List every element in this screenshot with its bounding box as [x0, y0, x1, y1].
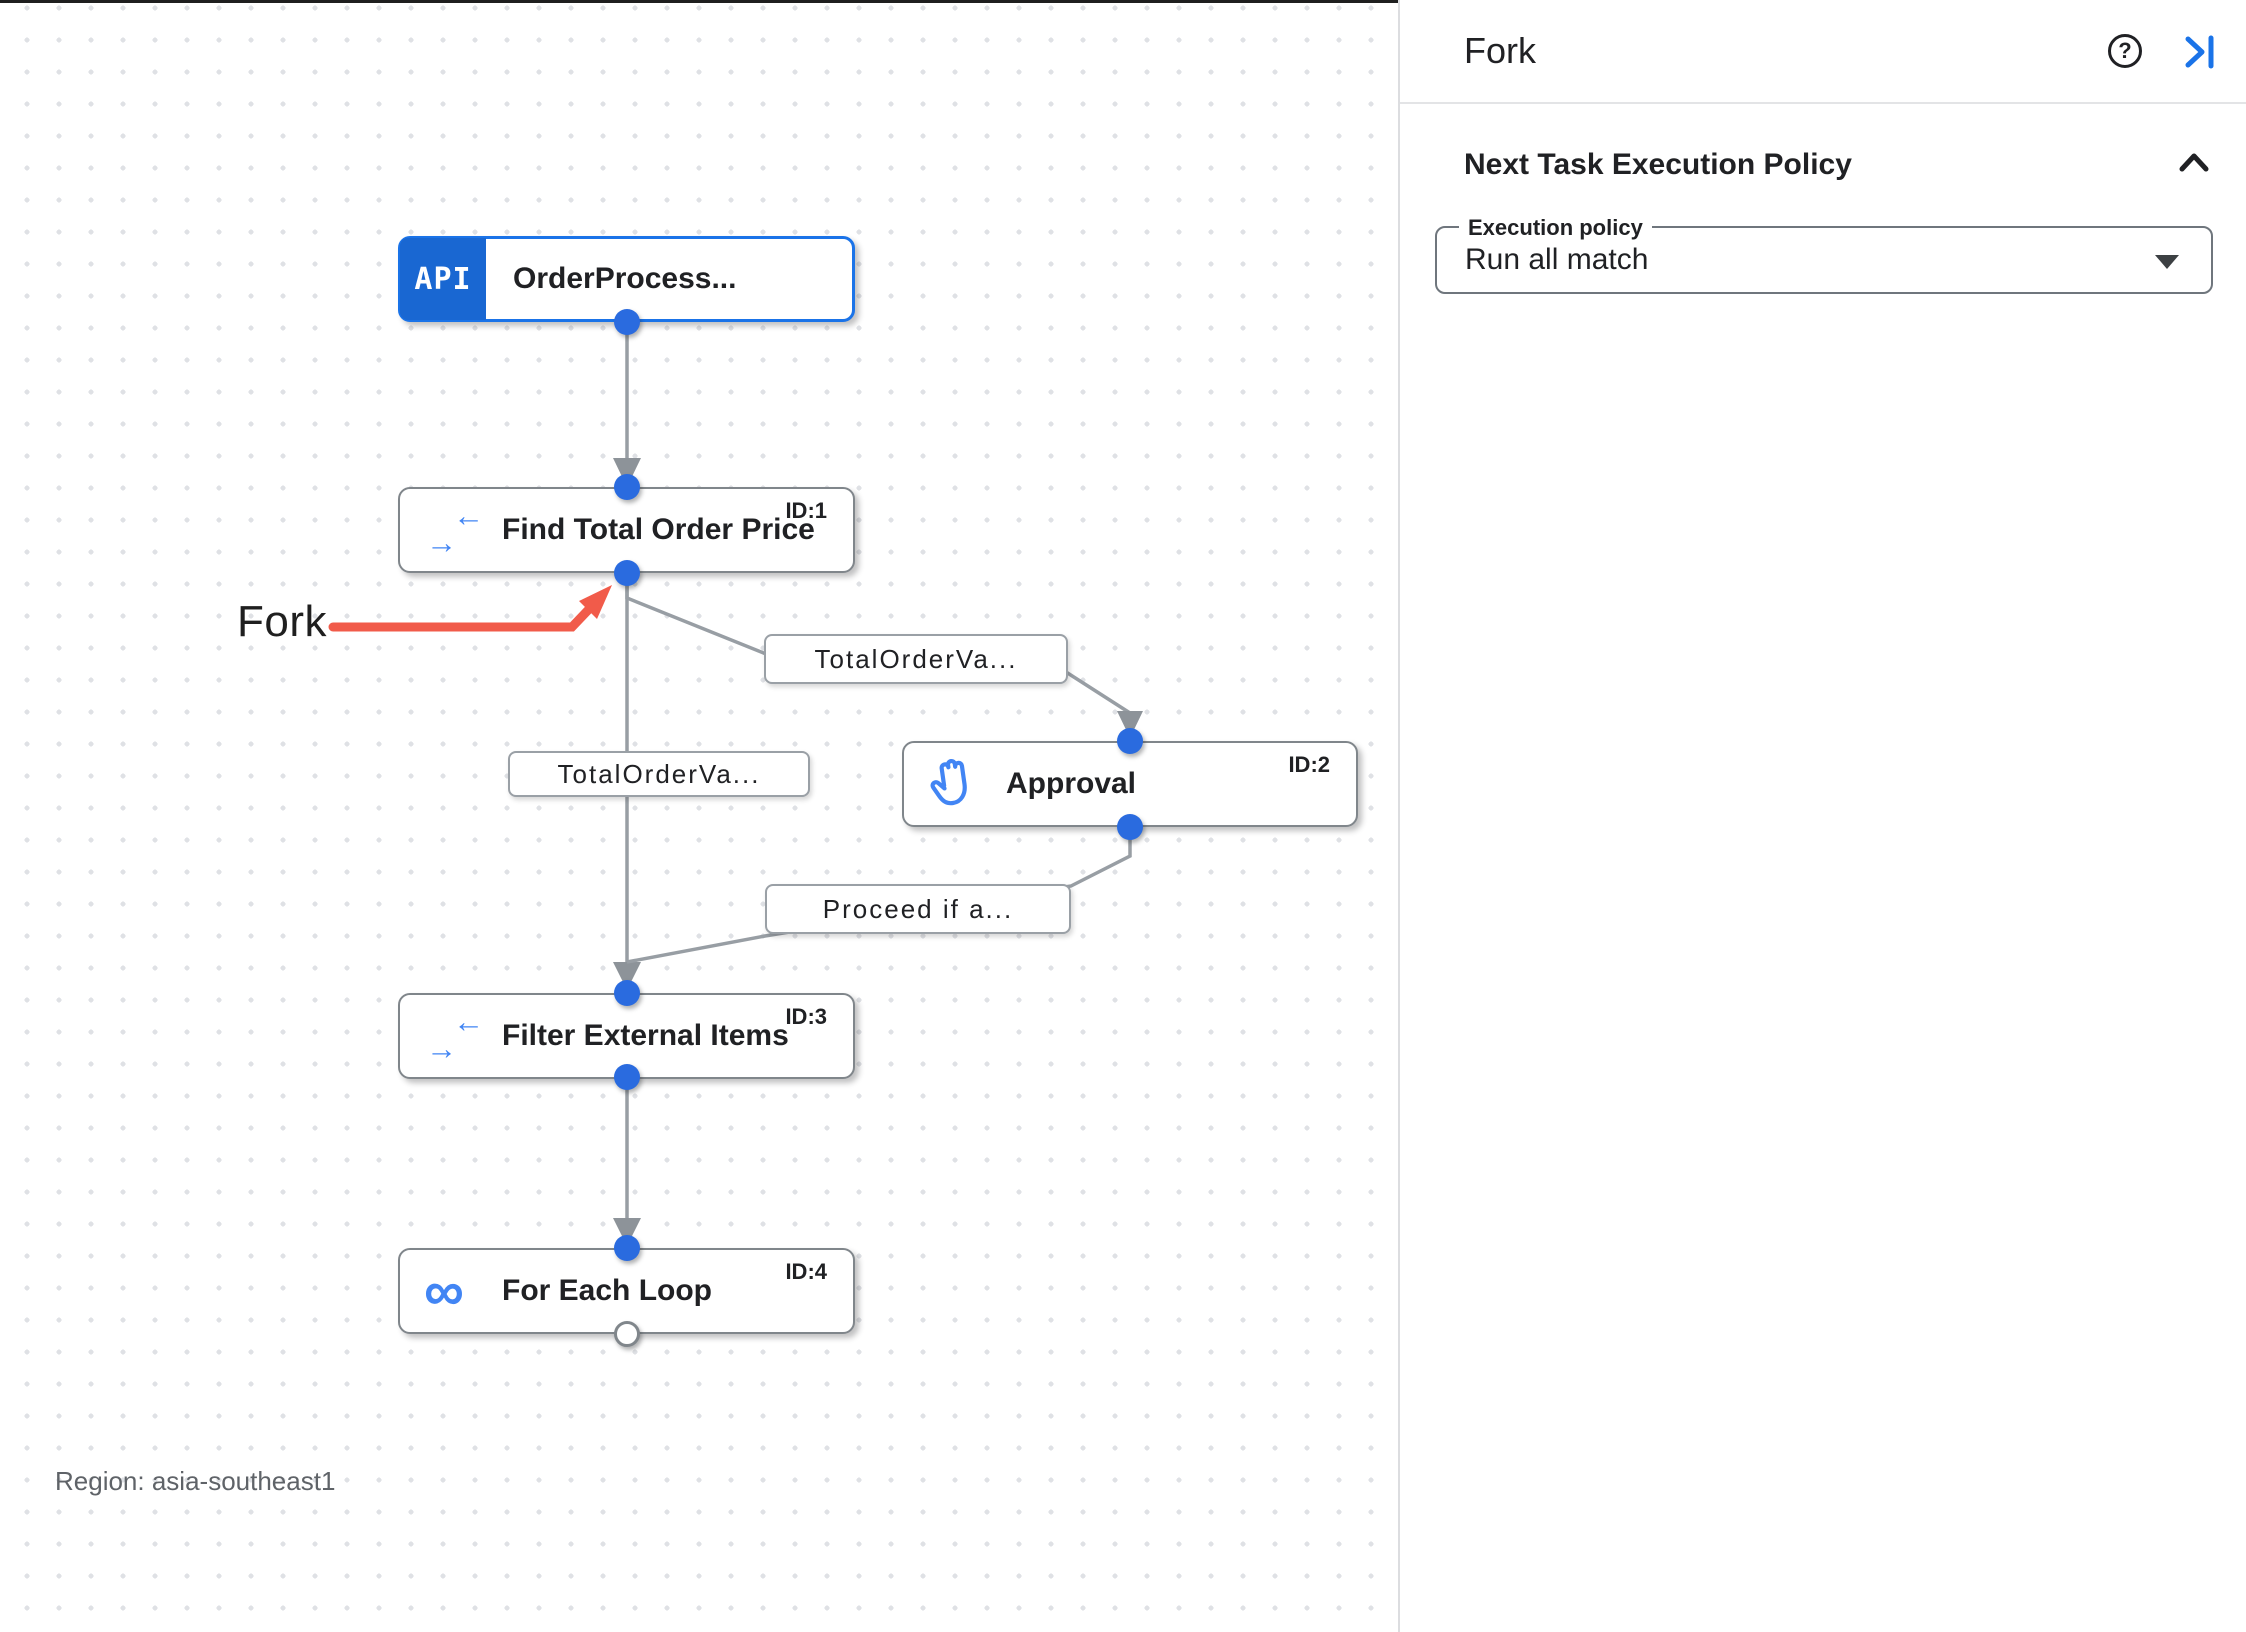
arrowhead-icon: [613, 458, 641, 487]
node-approval[interactable]: Approval ID:2: [902, 741, 1358, 827]
connection-dot[interactable]: [614, 980, 640, 1006]
node-for-each-loop[interactable]: ∞ For Each Loop ID:4: [398, 1248, 855, 1334]
dropdown-arrow-icon: [2155, 255, 2179, 269]
connection-dot[interactable]: [1117, 728, 1143, 754]
node-id-badge: ID:4: [785, 1259, 827, 1284]
fork-annotation-label: Fork: [237, 597, 327, 646]
connection-dot[interactable]: [614, 474, 640, 500]
api-badge: API: [400, 238, 486, 320]
connection-dot[interactable]: [614, 1235, 640, 1261]
node-title: Approval: [1006, 767, 1137, 800]
panel-header-divider: [1400, 102, 2246, 104]
hand-icon: [928, 756, 984, 812]
execution-policy-value: Run all match: [1465, 243, 1649, 276]
collapse-panel-icon[interactable]: [2180, 32, 2220, 72]
join-arrows-icon: ←→: [426, 1004, 484, 1066]
flow-edges: [328, 322, 1143, 1246]
flow-canvas[interactable]: API OrderProcess... ←→ Find Total Order …: [0, 0, 1398, 1632]
arrowhead-icon: [613, 962, 641, 990]
node-order-process-trigger[interactable]: API OrderProcess...: [398, 236, 855, 322]
connection-dot-open[interactable]: [614, 1321, 640, 1347]
connection-dot[interactable]: [614, 1064, 640, 1090]
panel-title: Fork: [1464, 30, 1536, 71]
infinity-icon: ∞: [424, 1259, 464, 1322]
connection-dot[interactable]: [614, 560, 640, 586]
join-arrows-icon: ←→: [426, 498, 484, 560]
node-id-badge: ID:1: [785, 498, 827, 523]
region-label: Region: asia-southeast1: [55, 1466, 336, 1496]
node-id-badge: ID:2: [1288, 752, 1330, 777]
help-icon[interactable]: ?: [2108, 34, 2142, 68]
arrowhead-icon: [1117, 711, 1143, 738]
arrowhead-icon: [613, 1218, 641, 1246]
node-title: Find Total Order Price: [502, 513, 815, 546]
execution-policy-select[interactable]: Execution policy Run all match: [1435, 215, 2213, 294]
node-title: For Each Loop: [502, 1274, 712, 1307]
edge-label-total-order-value-2[interactable]: TotalOrderVa...: [508, 751, 810, 797]
node-title: OrderProcess...: [513, 262, 737, 295]
fork-annotation-arrow: [328, 585, 612, 632]
node-find-total-order-price[interactable]: ←→ Find Total Order Price ID:1: [398, 487, 855, 573]
execution-policy-label: Execution policy: [1459, 215, 1652, 241]
edge-label-proceed-if-approved[interactable]: Proceed if a...: [765, 884, 1071, 934]
section-title-next-task-execution-policy: Next Task Execution Policy: [1464, 148, 1852, 181]
edge-label-total-order-value-1[interactable]: TotalOrderVa...: [764, 634, 1068, 684]
connection-dot[interactable]: [1117, 814, 1143, 840]
node-title: Filter External Items: [502, 1019, 789, 1052]
canvas-top-border: [0, 0, 1398, 3]
node-id-badge: ID:3: [785, 1004, 827, 1029]
chevron-up-icon[interactable]: [2178, 152, 2210, 179]
connection-dot[interactable]: [614, 309, 640, 335]
config-panel: Fork ? Next Task Execution Policy Execut…: [1398, 0, 2246, 1632]
